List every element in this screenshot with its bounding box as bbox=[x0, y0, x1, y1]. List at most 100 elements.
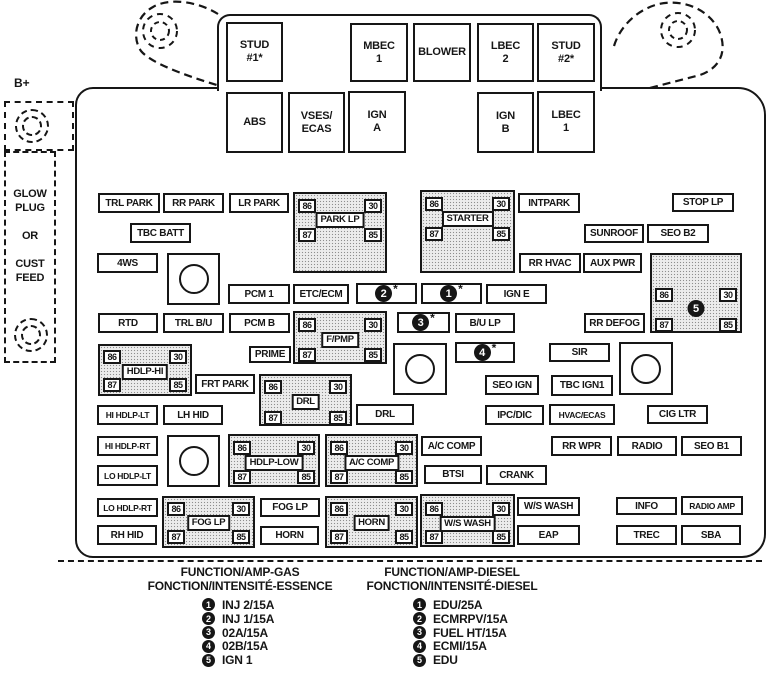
fuse-label: RR DEFOG bbox=[589, 317, 640, 329]
relay-socket bbox=[619, 342, 673, 395]
legend-number-badge-icon: 1 bbox=[202, 598, 215, 612]
fuse-sunroof: SUNROOF bbox=[584, 224, 644, 243]
relay-terminal-85: 85 bbox=[169, 378, 187, 392]
bolt-hole-inner-icon bbox=[21, 325, 41, 345]
relay-terminal-86: 86 bbox=[298, 199, 316, 213]
relay-terminal-30: 30 bbox=[232, 502, 250, 516]
connector-stud-1: STUD#1* bbox=[226, 22, 283, 82]
relay-terminal-30: 30 bbox=[364, 199, 382, 213]
fuse-label: LO HDLP-RT bbox=[103, 502, 152, 513]
legend-item-text: 02B/15A bbox=[222, 639, 268, 654]
fuse-label: FOG LP bbox=[272, 502, 308, 513]
fuse-label: 4WS bbox=[117, 257, 138, 269]
left-mounting-ear-icon bbox=[134, 0, 221, 88]
relay-name-label: W/S WASH bbox=[439, 516, 496, 532]
relay-name-label: STARTER bbox=[441, 211, 494, 227]
fuse-label: SIR bbox=[571, 347, 588, 358]
number-badge-icon: 4 bbox=[473, 344, 491, 361]
fuse-frt-park: FRT PARK bbox=[195, 374, 255, 394]
connector-label: ABS bbox=[243, 116, 266, 128]
fuse-trl-park: TRL PARK bbox=[98, 193, 160, 213]
fuse-label: HVAC/ECAS bbox=[558, 409, 606, 420]
glow-plug-label-line1: GLOW bbox=[13, 188, 47, 200]
bolt-hole-inner-icon bbox=[22, 116, 42, 136]
fuse-lo-hdlp-lt: LO HDLP-LT bbox=[97, 465, 158, 486]
fuse-label: TREC bbox=[633, 529, 660, 541]
relay-name-label: HDLP-LOW bbox=[244, 455, 304, 471]
legend-item-text: ECMRPV/15A bbox=[433, 611, 508, 626]
relay-terminal-30: 30 bbox=[395, 441, 413, 455]
relay-socket-circle-icon bbox=[405, 354, 435, 384]
fuse-label: TBC BATT bbox=[137, 227, 184, 239]
relay-terminal-30: 30 bbox=[297, 441, 315, 455]
fuse-label: PCM 1 bbox=[244, 288, 274, 300]
fuse-label: B/U LP bbox=[469, 317, 501, 329]
fuse-radio: RADIO bbox=[617, 436, 677, 456]
fuse-label: RH HID bbox=[110, 529, 144, 541]
legend-number-badge-icon: 2 bbox=[413, 612, 426, 626]
fuse-label: LH HID bbox=[177, 409, 209, 421]
fuse-label: RR HVAC bbox=[528, 257, 572, 269]
fuse-label: A/C COMP bbox=[427, 440, 476, 452]
fuse-label: INTPARK bbox=[528, 197, 570, 209]
bolt-hole-icon bbox=[14, 318, 48, 352]
fuse-label: HI HDLP-RT bbox=[104, 441, 151, 451]
fuse-label: PCM B bbox=[244, 317, 275, 329]
relay-terminal-85: 85 bbox=[492, 227, 510, 241]
relay-socket bbox=[167, 435, 220, 487]
legend-number-badge-icon: 4 bbox=[202, 639, 215, 653]
legend-item-text: ECMI/15A bbox=[433, 639, 487, 654]
relay-socket bbox=[167, 253, 220, 305]
number-badge-icon: 3 bbox=[412, 314, 430, 331]
numbered-fuse-1: 1* bbox=[421, 282, 482, 304]
fuse-label: DRL bbox=[375, 409, 395, 420]
relay-terminal-30: 30 bbox=[395, 502, 413, 516]
fuse-rr-wpr: RR WPR bbox=[551, 436, 612, 456]
relay-terminal-85: 85 bbox=[232, 530, 250, 544]
fuse-label: FRT PARK bbox=[201, 378, 249, 390]
connector-label: #1* bbox=[246, 52, 263, 64]
fuse-tbc-ign1: TBC IGN1 bbox=[551, 375, 613, 396]
fuse-rr-hvac: RR HVAC bbox=[519, 253, 581, 273]
fuse-label: HI HDLP-LT bbox=[105, 410, 150, 420]
fuse-label: W/S WASH bbox=[523, 501, 574, 512]
fuse-lr-park: LR PARK bbox=[229, 193, 289, 213]
relay-name-label: A/C COMP bbox=[343, 455, 400, 471]
fuse-label: SEO B1 bbox=[694, 440, 729, 452]
fuse-label: STOP LP bbox=[682, 197, 724, 208]
fuse-label: PRIME bbox=[254, 349, 286, 360]
fuse-label: CRANK bbox=[499, 469, 534, 481]
fuse-lo-hdlp-rt: LO HDLP-RT bbox=[97, 498, 158, 517]
fuse-label: RADIO bbox=[631, 440, 663, 452]
relay-terminal-87: 87 bbox=[330, 470, 348, 484]
relay-terminal-30: 30 bbox=[364, 318, 382, 332]
legend-item-text: IGN 1 bbox=[222, 653, 253, 668]
legend-number-badge-icon: 4 bbox=[413, 639, 426, 653]
fuse-drl: DRL bbox=[356, 404, 414, 425]
fuse-pcm-b: PCM B bbox=[229, 313, 290, 333]
connector-label: MBEC bbox=[363, 39, 395, 52]
fuse-label: HORN bbox=[275, 530, 304, 541]
legend-item-text: INJ 2/15A bbox=[222, 597, 275, 612]
relay-terminal-87: 87 bbox=[167, 530, 185, 544]
fuse-ign-e: IGN E bbox=[486, 284, 547, 304]
relay-name-label: F/PMP bbox=[321, 332, 359, 348]
fuse-label: RR PARK bbox=[172, 197, 215, 209]
numbered-relay-badge: 5 bbox=[687, 300, 705, 317]
b-plus-terminal-outline bbox=[4, 101, 74, 151]
connector-label: STUD bbox=[551, 39, 581, 52]
cust-feed-label-line2: FEED bbox=[15, 272, 45, 284]
legend-number-badge-icon: 2 bbox=[202, 612, 215, 626]
number-badge-icon: 2 bbox=[375, 285, 393, 302]
fuse-label: TRL PARK bbox=[105, 197, 153, 209]
connector-label: A bbox=[373, 122, 381, 134]
fuse-label: AUX PWR bbox=[589, 257, 636, 269]
